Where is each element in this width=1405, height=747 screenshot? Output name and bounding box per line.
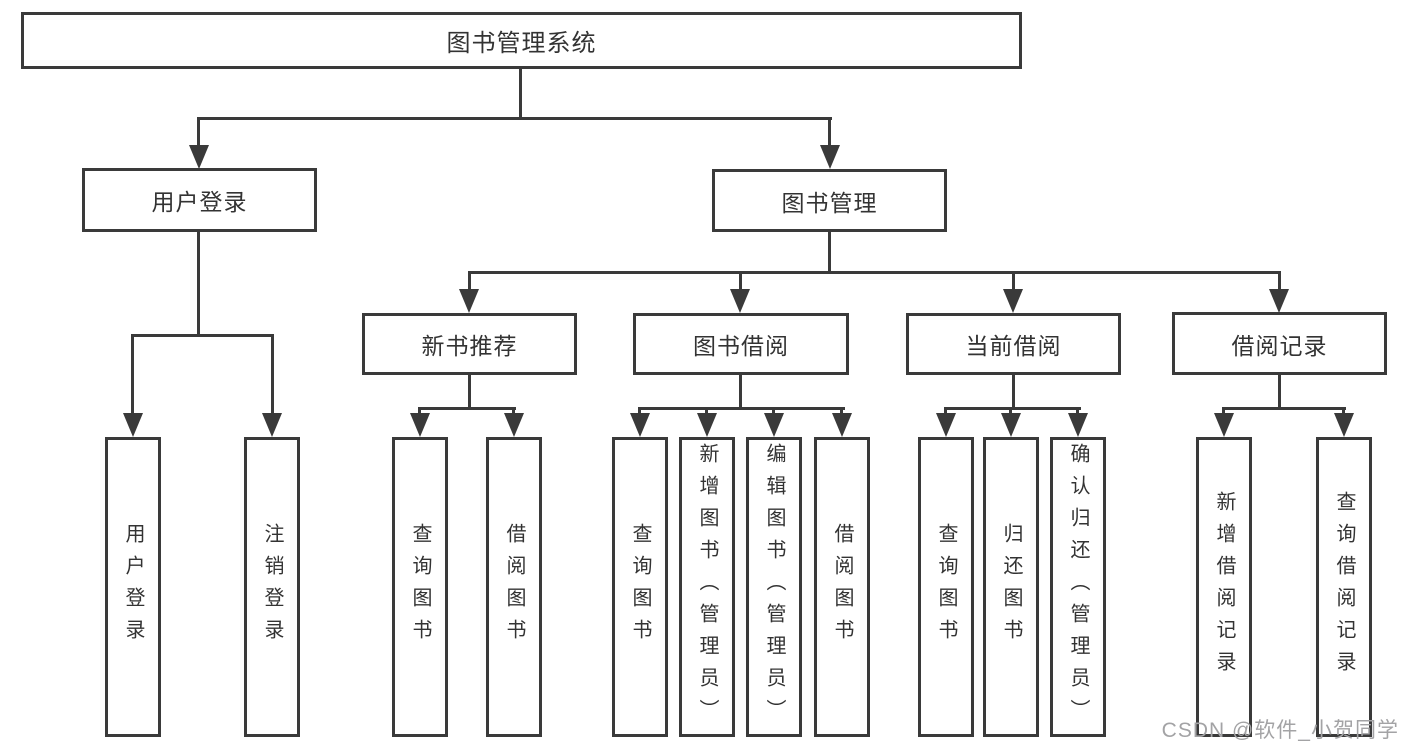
connector-line <box>468 271 471 293</box>
connector-line <box>419 407 516 410</box>
arrowhead-icon <box>459 289 479 313</box>
arrowhead-icon <box>1068 413 1088 437</box>
arrowhead-icon <box>1269 289 1289 313</box>
arrowhead-icon <box>697 413 717 437</box>
connector-line <box>1012 373 1015 410</box>
arrowhead-icon <box>1214 413 1234 437</box>
connector-line <box>418 407 421 417</box>
leaf-user-login: 用户登录 <box>105 437 161 737</box>
connector-line <box>197 230 200 336</box>
arrowhead-icon <box>764 413 784 437</box>
connector-line <box>197 117 200 149</box>
connector-line <box>131 334 134 418</box>
leaf-record-query: 查询借阅记录 <box>1316 437 1372 737</box>
connector-line <box>271 334 274 418</box>
leaf-newbook-borrow: 借阅图书 <box>486 437 542 737</box>
leaf-borrow-edit-admin: 编辑图书（管理员） <box>746 437 802 737</box>
connector-line <box>840 407 843 417</box>
watermark: CSDN @软件_小贺同学 <box>1161 719 1399 742</box>
connector-line <box>1012 271 1015 293</box>
arrowhead-icon <box>1334 413 1354 437</box>
connector-line <box>1076 407 1079 417</box>
arrowhead-icon <box>189 145 209 169</box>
leaf-current-return: 归还图书 <box>983 437 1039 737</box>
leaf-current-confirm-admin: 确认归还（管理员） <box>1050 437 1106 737</box>
node-user-login: 用户登录 <box>82 168 317 232</box>
arrowhead-icon <box>504 413 524 437</box>
leaf-borrow-add-admin: 新增图书（管理员） <box>679 437 735 737</box>
connector-line <box>197 117 832 120</box>
connector-line <box>468 373 471 410</box>
arrowhead-icon <box>630 413 650 437</box>
node-book-management: 图书管理 <box>712 169 947 232</box>
node-borrow-records: 借阅记录 <box>1172 312 1387 375</box>
node-book-borrow: 图书借阅 <box>633 313 849 375</box>
node-current-borrow: 当前借阅 <box>906 313 1121 375</box>
connector-line <box>1222 407 1225 417</box>
connector-line <box>1009 407 1012 417</box>
leaf-borrow-query: 查询图书 <box>612 437 668 737</box>
arrowhead-icon <box>410 413 430 437</box>
connector-line <box>1342 407 1345 417</box>
arrowhead-icon <box>832 413 852 437</box>
connector-line <box>828 117 831 149</box>
node-new-book-recommend: 新书推荐 <box>362 313 577 375</box>
arrowhead-icon <box>1001 413 1021 437</box>
leaf-current-query: 查询图书 <box>918 437 974 737</box>
connector-line <box>638 407 641 417</box>
connector-line <box>944 407 947 417</box>
connector-line <box>739 271 742 293</box>
connector-line <box>739 373 742 410</box>
connector-line <box>705 407 708 417</box>
arrowhead-icon <box>820 145 840 169</box>
leaf-newbook-query: 查询图书 <box>392 437 448 737</box>
arrowhead-icon <box>123 413 143 437</box>
arrowhead-icon <box>1003 289 1023 313</box>
connector-line <box>1278 373 1281 410</box>
leaf-borrow-book: 借阅图书 <box>814 437 870 737</box>
connector-line <box>772 407 775 417</box>
arrowhead-icon <box>262 413 282 437</box>
connector-line <box>1222 407 1346 410</box>
connector-line <box>828 230 831 274</box>
arrowhead-icon <box>936 413 956 437</box>
connector-line <box>512 407 515 417</box>
leaf-logout: 注销登录 <box>244 437 300 737</box>
leaf-record-add: 新增借阅记录 <box>1196 437 1252 737</box>
connector-line <box>131 334 274 337</box>
connector-line <box>1278 271 1281 293</box>
connector-line <box>639 407 845 410</box>
connector-line <box>468 271 1281 274</box>
node-library-system: 图书管理系统 <box>21 12 1022 69</box>
connector-line <box>519 67 522 119</box>
arrowhead-icon <box>730 289 750 313</box>
